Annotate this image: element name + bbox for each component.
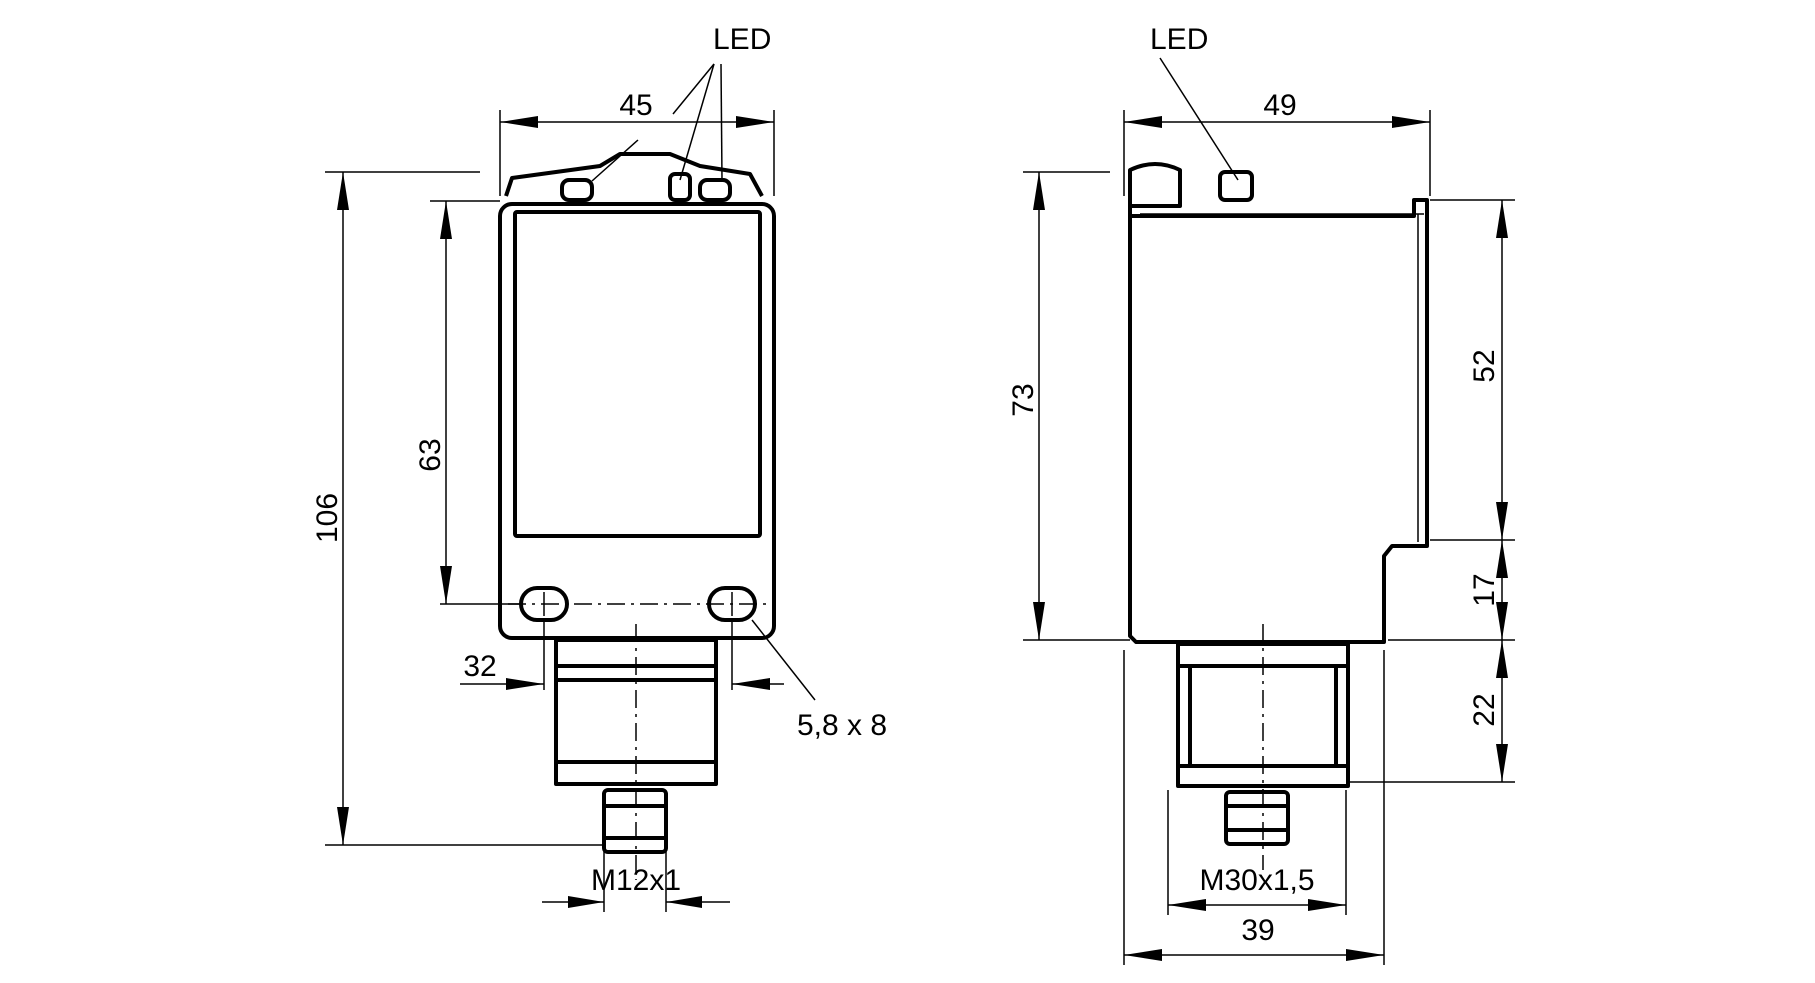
- side-led-right: [1218, 170, 1254, 202]
- m30-thread-label: M30x1,5: [1199, 864, 1314, 897]
- side-m12-plug: [1224, 790, 1290, 846]
- dim-52-label: 52: [1468, 349, 1501, 382]
- front-housing: [498, 202, 776, 640]
- side-view: LED 49 73 52 17 22: [1007, 23, 1515, 965]
- dim-106-label: 106: [311, 493, 344, 543]
- front-sensor-head: [504, 152, 764, 197]
- m12-thread-label: M12x1: [591, 864, 681, 897]
- dim-45-label: 45: [619, 89, 652, 122]
- front-window: [513, 210, 762, 538]
- dim-39-label: 39: [1241, 914, 1274, 947]
- front-led-center: [668, 172, 692, 202]
- dim-63-label: 63: [414, 438, 447, 471]
- front-m12-plug: [602, 788, 668, 854]
- side-led-left: [1128, 162, 1182, 208]
- front-led-left: [560, 178, 594, 202]
- front-view: 45 LED 106 63 32 5,8 x 8: [311, 23, 887, 912]
- front-led-label: LED: [713, 23, 771, 56]
- side-housing: [1128, 170, 1429, 644]
- dim-49-label: 49: [1263, 89, 1296, 122]
- side-led-label: LED: [1150, 23, 1208, 56]
- front-led-right: [698, 178, 732, 202]
- dim-32-label: 32: [463, 650, 496, 683]
- dim-73-label: 73: [1007, 383, 1040, 416]
- dim-17-label: 17: [1468, 573, 1501, 606]
- slot-dim-label: 5,8 x 8: [797, 709, 887, 742]
- side-m30-thread: [1176, 642, 1350, 788]
- dim-22-label: 22: [1468, 693, 1501, 726]
